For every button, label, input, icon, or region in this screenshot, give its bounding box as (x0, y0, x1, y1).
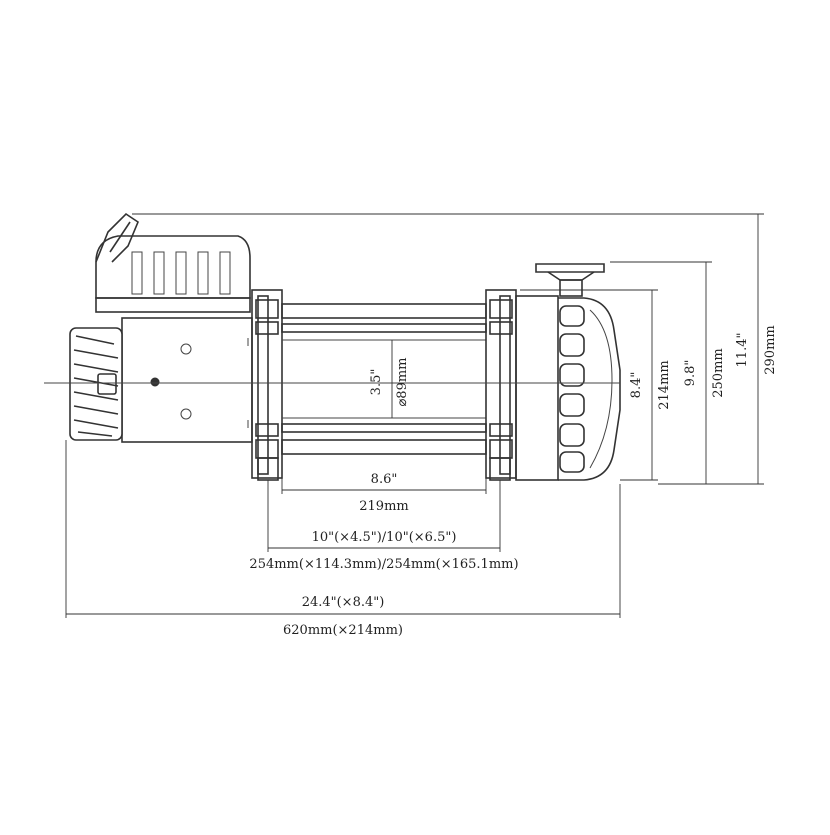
height-total-dimension: 11.4" 290mm (132, 213, 778, 485)
right-drum-flange (485, 289, 517, 481)
drum-diameter-mm: ⌀89mm (395, 357, 410, 406)
overall-length-in: 24.4"(×8.4") (302, 595, 385, 610)
depth-in: 8.4" (629, 372, 644, 399)
mount-in: 10"(×4.5")/10"(×6.5") (312, 530, 457, 545)
depth-dimension: 8.4" 214mm (520, 289, 672, 481)
drum-length-in: 8.6" (371, 472, 398, 487)
drum-length-mm: 219mm (359, 499, 408, 514)
cable-drum (281, 303, 487, 455)
control-box (95, 212, 251, 313)
drum-length-dimension: 8.6" 219mm (281, 458, 487, 514)
overall-length-dimension: 24.4"(×8.4") 620mm(×214mm) (65, 440, 621, 638)
height-total-in: 11.4" (735, 333, 750, 368)
height-mid-dimension: 9.8" 250mm (610, 261, 726, 485)
mount-mm: 254mm(×114.3mm)/254mm(×165.1mm) (249, 557, 518, 572)
mount-dimension: 10"(×4.5")/10"(×6.5") 254mm(×114.3mm)/25… (249, 480, 519, 572)
depth-mm: 214mm (657, 360, 672, 409)
height-total-mm: 290mm (763, 325, 778, 374)
motor-body (121, 317, 253, 443)
drum-diameter-dimension: 3.5" ⌀89mm (369, 340, 410, 418)
overall-length-mm: 620mm(×214mm) (283, 623, 403, 638)
clutch-handle (535, 263, 605, 297)
drum-diameter-in: 3.5" (369, 369, 384, 396)
height-mid-in: 9.8" (683, 360, 698, 387)
gearbox-housing (515, 295, 621, 481)
height-mid-mm: 250mm (711, 348, 726, 397)
left-drum-flange (251, 289, 283, 481)
motor-end-cap (69, 327, 123, 441)
